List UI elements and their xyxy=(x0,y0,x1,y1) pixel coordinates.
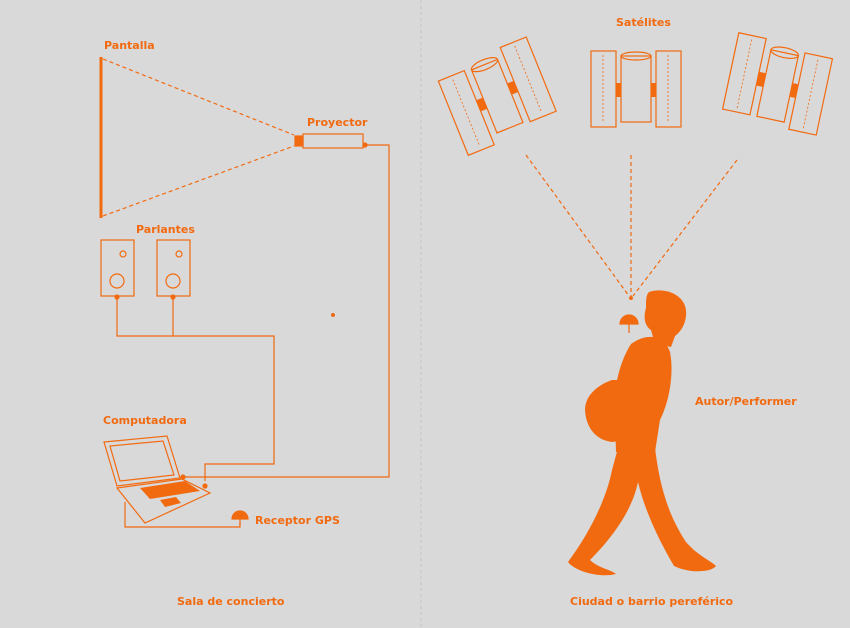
speaker-cable xyxy=(116,298,275,481)
speaker-icon xyxy=(156,239,191,300)
signal-focus-point xyxy=(629,296,633,300)
satellite-icon xyxy=(590,50,682,128)
performer-label: Autor/Performer xyxy=(695,395,797,408)
projection-beam-bottom xyxy=(102,145,295,217)
projector-label: Proyector xyxy=(307,116,368,129)
gps-receiver-icon xyxy=(619,314,639,333)
speakers-label: Parlantes xyxy=(136,223,195,236)
center-marker xyxy=(331,313,335,317)
gps-receiver-icon xyxy=(231,510,249,526)
satellites-label: Satélites xyxy=(616,16,671,29)
screen-label: Pantalla xyxy=(104,39,155,52)
room-label: Sala de concierto xyxy=(177,595,285,608)
satellite-icon xyxy=(721,32,834,136)
projector-cable xyxy=(183,144,390,478)
laptop-icon xyxy=(103,435,212,524)
computer-label: Computadora xyxy=(103,414,187,427)
satellite-signal-left xyxy=(525,154,630,297)
projector-icon xyxy=(294,133,368,149)
satellite-icon xyxy=(437,36,557,157)
satellite-signal-right xyxy=(632,159,738,297)
speaker-icon xyxy=(100,239,135,300)
projection-beam-top xyxy=(102,58,295,136)
walking-person-icon xyxy=(568,290,716,576)
place-label: Ciudad o barrio pereférico xyxy=(570,595,734,608)
gps-receiver-label: Receptor GPS xyxy=(255,514,340,527)
